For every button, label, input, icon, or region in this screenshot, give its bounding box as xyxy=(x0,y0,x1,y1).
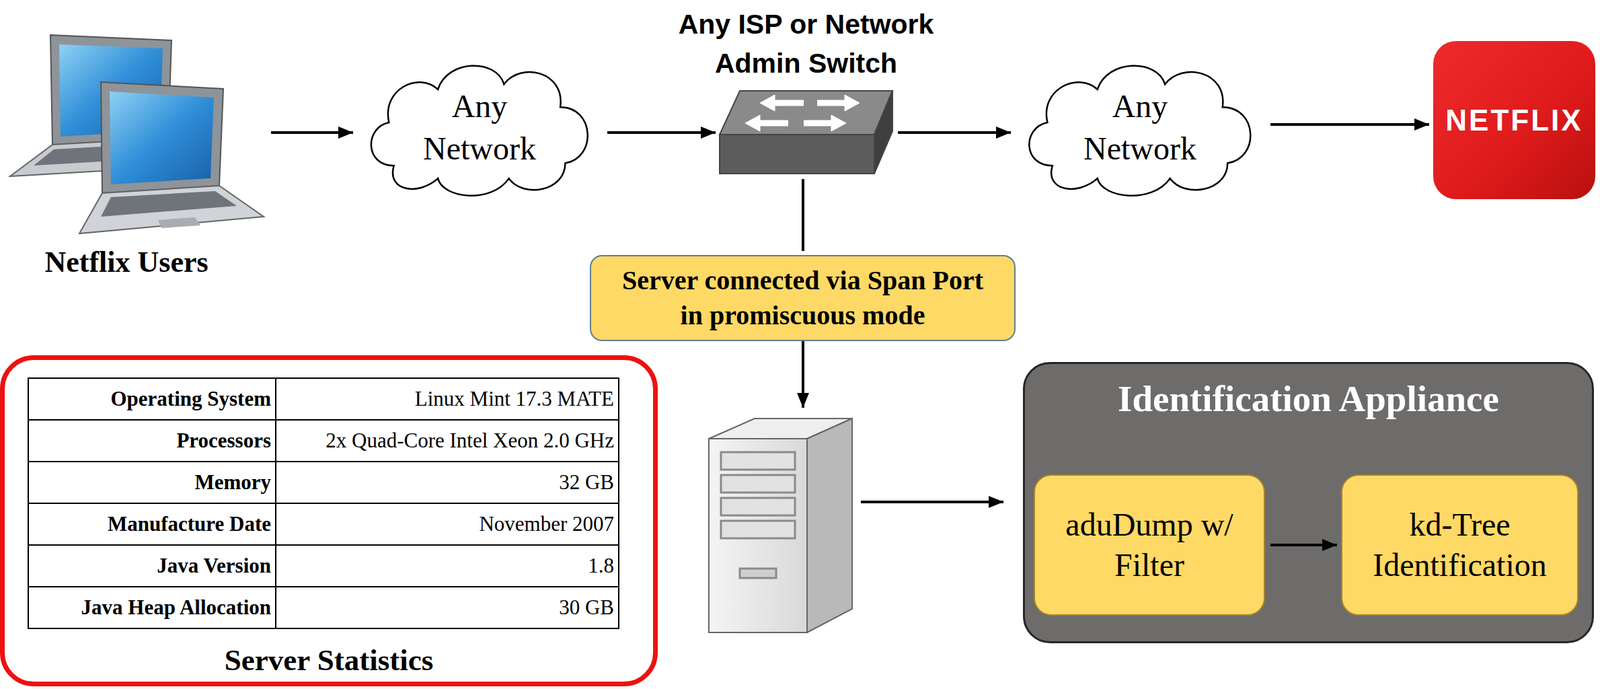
laptop-screen-frame xyxy=(100,82,224,194)
cloud-label: Any Network xyxy=(406,85,553,170)
laptop-icon xyxy=(79,82,264,234)
server-bays xyxy=(720,451,795,578)
network-cloud: Any Network xyxy=(1014,51,1266,204)
table-header-cell: Java Version xyxy=(27,544,277,588)
span-to-server-arrow xyxy=(801,337,805,408)
table-value-cell: 1.8 xyxy=(275,544,620,588)
server-stats-panel: Server Statistics Operating SystemLinux M… xyxy=(0,355,658,687)
cloud-label: Any Network xyxy=(1064,85,1215,170)
flow-arrow xyxy=(897,131,1011,134)
table-header-cell: Java Heap Allocation xyxy=(27,585,277,629)
switch-icon xyxy=(719,90,893,174)
laptop-screen xyxy=(109,91,214,185)
flow-arrow xyxy=(607,131,716,134)
switch-arrows xyxy=(745,94,860,132)
appliance-title: Identification Appliance xyxy=(1024,377,1592,420)
appliance-box: Identification Appliance aduDump w/ Filte… xyxy=(1022,361,1594,643)
netflix-logo: NETFLIX xyxy=(1433,41,1596,200)
server-front xyxy=(708,438,808,633)
flow-arrow xyxy=(271,131,354,134)
table-value-cell: 32 GB xyxy=(275,460,620,504)
process-box: kd-Tree Identification xyxy=(1341,474,1579,616)
table-value-cell: Linux Mint 17.3 MATE xyxy=(275,377,620,421)
span-port-note: Server connected via Span Port in promis… xyxy=(589,254,1016,341)
group-label: Netflix Users xyxy=(5,244,248,280)
process-label: kd-Tree Identification xyxy=(1351,504,1568,586)
switch-front xyxy=(719,134,875,174)
network-cloud: Any Network xyxy=(357,51,602,204)
server-side xyxy=(807,418,853,633)
user-laptops: Netflix Users xyxy=(5,30,266,236)
cloud-shape xyxy=(371,65,588,196)
table-header-cell: Manufacture Date xyxy=(27,502,277,546)
panel-caption: Server Statistics xyxy=(4,642,654,678)
flow-arrow xyxy=(1270,123,1430,126)
process-label: aduDump w/ Filter xyxy=(1044,504,1255,586)
table-header-cell: Operating System xyxy=(27,377,277,421)
laptop-base xyxy=(79,185,264,234)
cloud-outline xyxy=(1014,51,1266,204)
cloud-outline xyxy=(357,51,602,204)
table-header-cell: Memory xyxy=(27,460,277,504)
table-value-cell: 2x Quad-Core Intel Xeon 2.0 GHz xyxy=(275,418,620,463)
laptop-keyboard xyxy=(100,191,237,217)
server-icon xyxy=(708,418,853,633)
note-text: Server connected via Span Port in promis… xyxy=(618,262,988,333)
switch-top xyxy=(719,90,893,135)
logo-text: NETFLIX xyxy=(1445,103,1583,138)
laptop-touchpad xyxy=(158,217,201,228)
switch-title: Any ISP or Network Admin Switch xyxy=(648,4,965,83)
network-switch: Any ISP or Network Admin Switch xyxy=(719,86,893,174)
server-to-appliance-arrow xyxy=(860,500,1004,504)
process-box: aduDump w/ Filter xyxy=(1033,474,1266,616)
table-header-cell: Processors xyxy=(27,418,277,463)
table-value-cell: November 2007 xyxy=(275,502,620,546)
link-line xyxy=(801,178,805,251)
cloud-shape xyxy=(1029,65,1251,196)
switch-side xyxy=(874,90,893,174)
table-value-cell: 30 GB xyxy=(275,585,620,629)
